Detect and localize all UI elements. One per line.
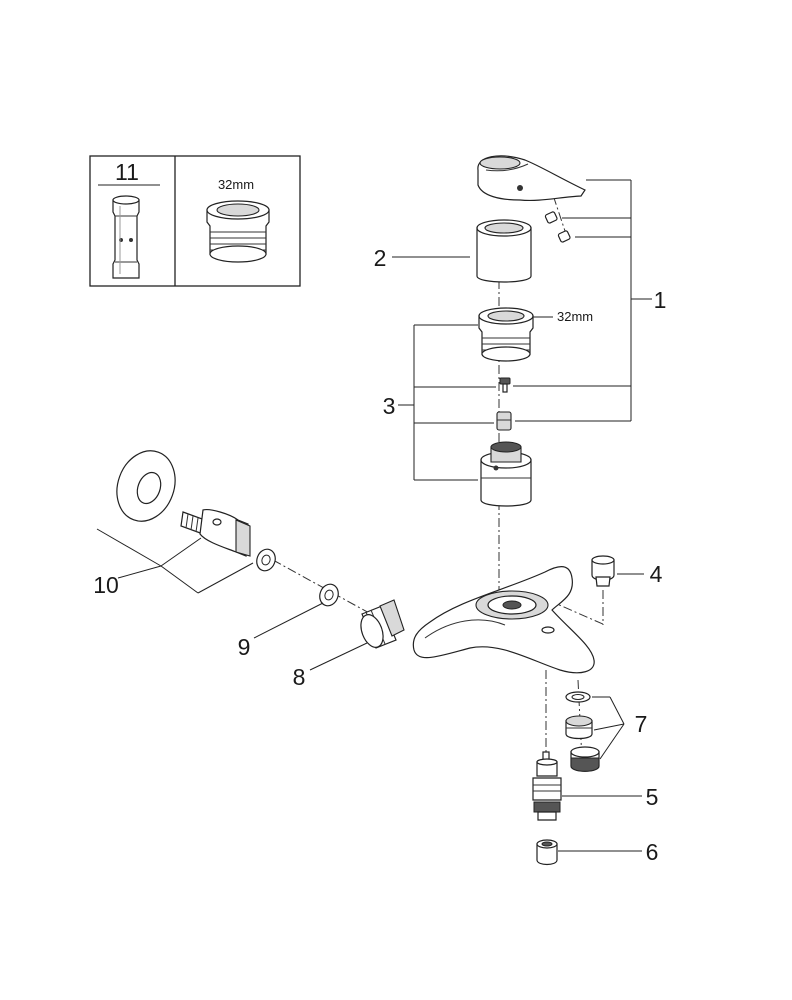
cartridge-nut-dimension: 32mm: [557, 309, 593, 324]
nipple-8: [360, 599, 405, 649]
callout-8: 8: [293, 664, 306, 690]
callout-1: 1: [654, 287, 667, 313]
handle-screw-lower: [557, 230, 571, 243]
wall-rosette: [116, 450, 176, 522]
set-screw: [499, 377, 511, 393]
spout-part-6: [536, 839, 558, 866]
cartridge: [480, 441, 532, 507]
callout-1-bracket: [513, 179, 652, 422]
callout-10: 10: [93, 572, 119, 598]
cartridge-nut: [478, 307, 534, 362]
diverter-5: [532, 751, 562, 821]
sealing-washer: [256, 548, 276, 572]
aerator-housing: [570, 746, 600, 772]
callout-11: 11: [115, 159, 139, 185]
aerator-washer: [565, 691, 591, 703]
plug-cap-4: [591, 555, 615, 587]
callout-3-bracket: [398, 324, 496, 481]
callout-9: 9: [238, 634, 251, 660]
callout-8-leader: [309, 642, 368, 671]
callout-2: 2: [374, 245, 387, 271]
axis-cap: [547, 599, 606, 626]
callout-4: 4: [650, 561, 663, 587]
callout-7: 7: [635, 711, 648, 737]
inset-dimension-label: 32mm: [218, 177, 254, 192]
installation-tool-11: [112, 195, 140, 279]
mixer-body: [412, 566, 595, 674]
callout-6: 6: [646, 839, 659, 865]
callout-5: 5: [646, 784, 659, 810]
eccentric-connector: [180, 509, 251, 557]
callout-10-bracket: [96, 528, 254, 594]
aerator-insert: [565, 715, 593, 740]
inset-box: 11 32mm: [89, 155, 301, 287]
lever-handle: [477, 155, 586, 202]
callout-9-leader: [253, 602, 324, 639]
washer-9: [319, 583, 339, 607]
callout-7-bracket: [592, 696, 625, 760]
cover-cap-2: [476, 219, 532, 283]
axis-handle-screws: [547, 179, 569, 241]
inset-nut: [206, 200, 270, 263]
lever-adaptor: [496, 411, 512, 431]
callout-3: 3: [383, 393, 396, 419]
handle-screw-upper: [544, 211, 558, 224]
